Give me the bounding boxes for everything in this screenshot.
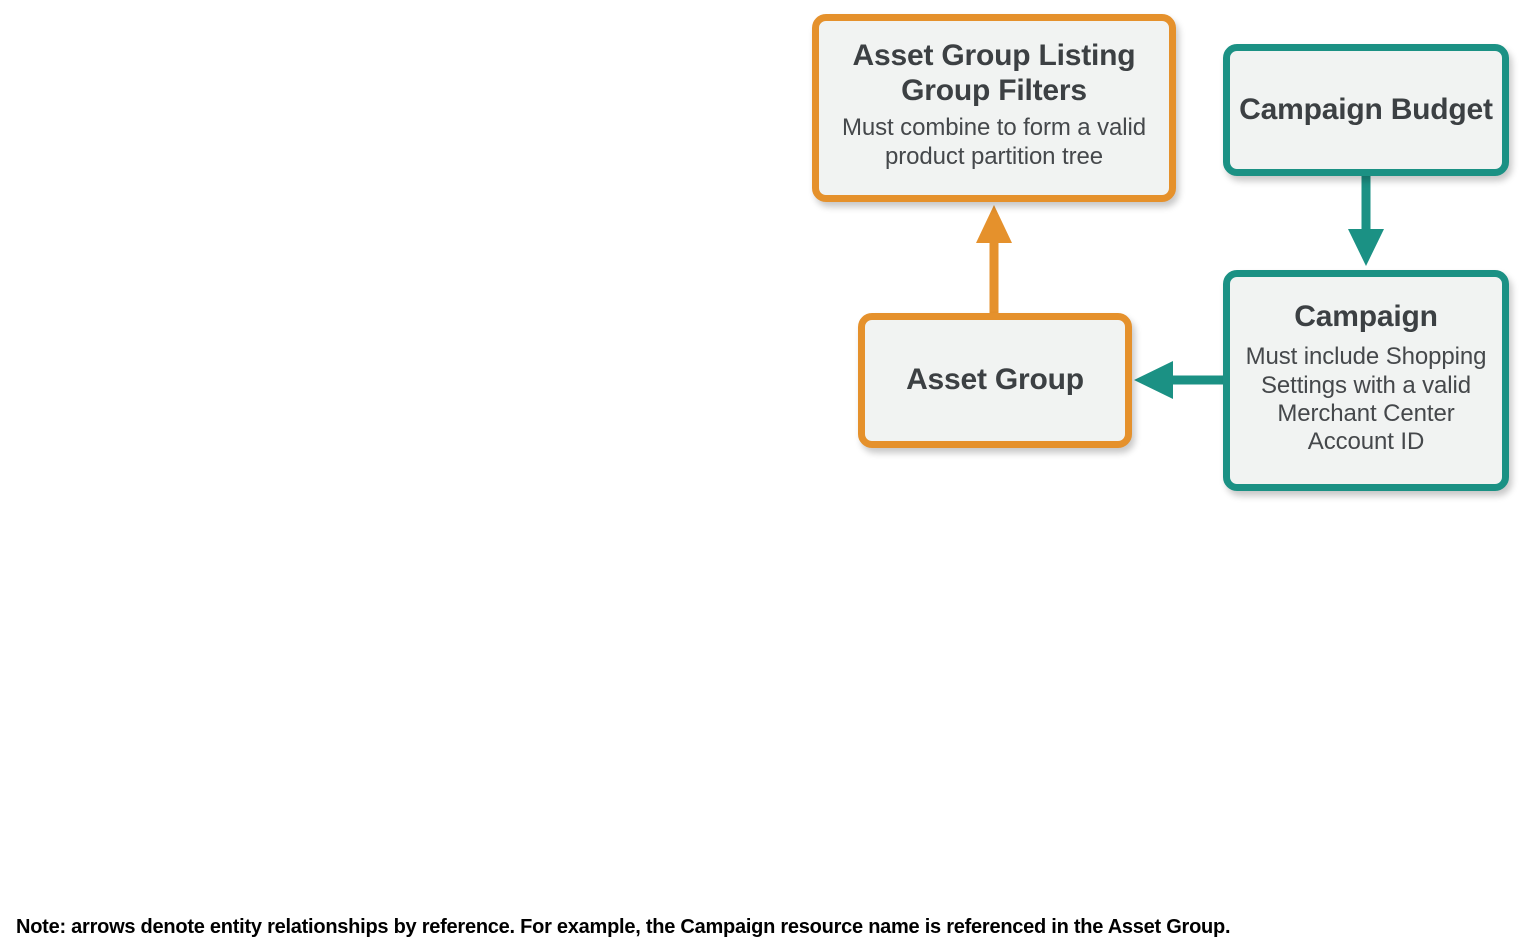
node-campaign[interactable]: Campaign Must include Shopping Settings … [1223, 270, 1509, 491]
diagram-note: Note: arrows denote entity relationships… [16, 916, 1231, 938]
node-title: Asset Group Listing Group Filters [852, 38, 1136, 107]
edge-campaign-to-asset-group [1134, 361, 1223, 399]
node-asset-group-listing-group-filters[interactable]: Asset Group Listing Group Filters Must c… [812, 14, 1176, 202]
node-description: Must combine to form a valid product par… [842, 114, 1146, 170]
edge-asset-group-to-listing-group-filters [976, 205, 1012, 313]
node-campaign-budget[interactable]: Campaign Budget [1223, 44, 1509, 176]
node-title: Asset Group [906, 363, 1084, 397]
node-asset-group[interactable]: Asset Group [858, 313, 1132, 448]
node-description: Must include Shopping Settings with a va… [1245, 343, 1487, 456]
node-title: Campaign Budget [1239, 92, 1493, 126]
node-title: Campaign [1294, 300, 1438, 334]
edge-campaign-budget-to-campaign [1348, 176, 1384, 266]
